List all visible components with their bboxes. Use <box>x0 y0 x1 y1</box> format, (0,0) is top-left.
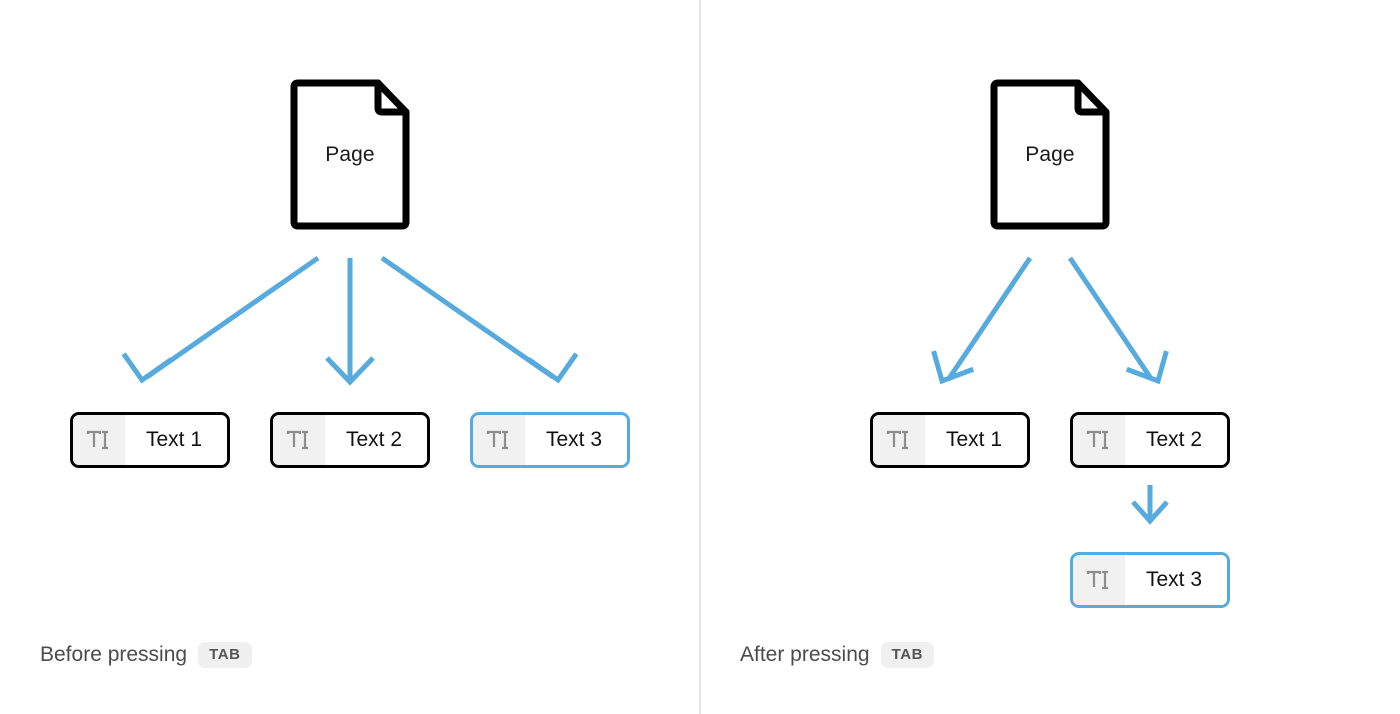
text-field-box-3-selected[interactable]: Text 3 <box>470 412 630 468</box>
page-icon-label: Page <box>325 142 375 166</box>
text-field-label: Text 3 <box>525 415 627 465</box>
text-cursor-icon <box>473 415 525 465</box>
page-document-icon[interactable]: Page <box>990 79 1110 230</box>
caption-text: Before pressing <box>40 643 188 666</box>
text-field-box-3-selected[interactable]: Text 3 <box>1070 552 1230 608</box>
text-cursor-icon <box>873 415 925 465</box>
page-icon-label: Page <box>1025 142 1075 166</box>
text-field-box-1[interactable]: Text 1 <box>870 412 1030 468</box>
panel-before-tab: Page Text 1 Text 2 Text 3 <box>0 0 699 714</box>
keyboard-key-tab: TAB <box>198 642 252 668</box>
text-cursor-icon <box>273 415 325 465</box>
text-field-box-2[interactable]: Text 2 <box>1070 412 1230 468</box>
text-cursor-icon <box>73 415 125 465</box>
text-field-label: Text 1 <box>925 415 1027 465</box>
caption-text: After pressing <box>740 643 870 666</box>
caption-before: Before pressing TAB <box>40 642 252 668</box>
text-cursor-icon <box>1073 555 1125 605</box>
keyboard-key-tab: TAB <box>880 642 935 668</box>
page-document-icon[interactable]: Page <box>290 79 410 230</box>
panel-after-tab: Page Text 1 Text 2 Text 3 Afte <box>700 0 1400 714</box>
text-cursor-icon <box>1073 415 1125 465</box>
text-field-label: Text 2 <box>325 415 427 465</box>
text-field-label: Text 1 <box>125 415 227 465</box>
panel-divider <box>699 0 701 714</box>
text-field-label: Text 2 <box>1125 415 1227 465</box>
caption-after: After pressing TAB <box>740 642 935 668</box>
text-field-label: Text 3 <box>1125 555 1227 605</box>
text-field-box-2[interactable]: Text 2 <box>270 412 430 468</box>
text-field-box-1[interactable]: Text 1 <box>70 412 230 468</box>
